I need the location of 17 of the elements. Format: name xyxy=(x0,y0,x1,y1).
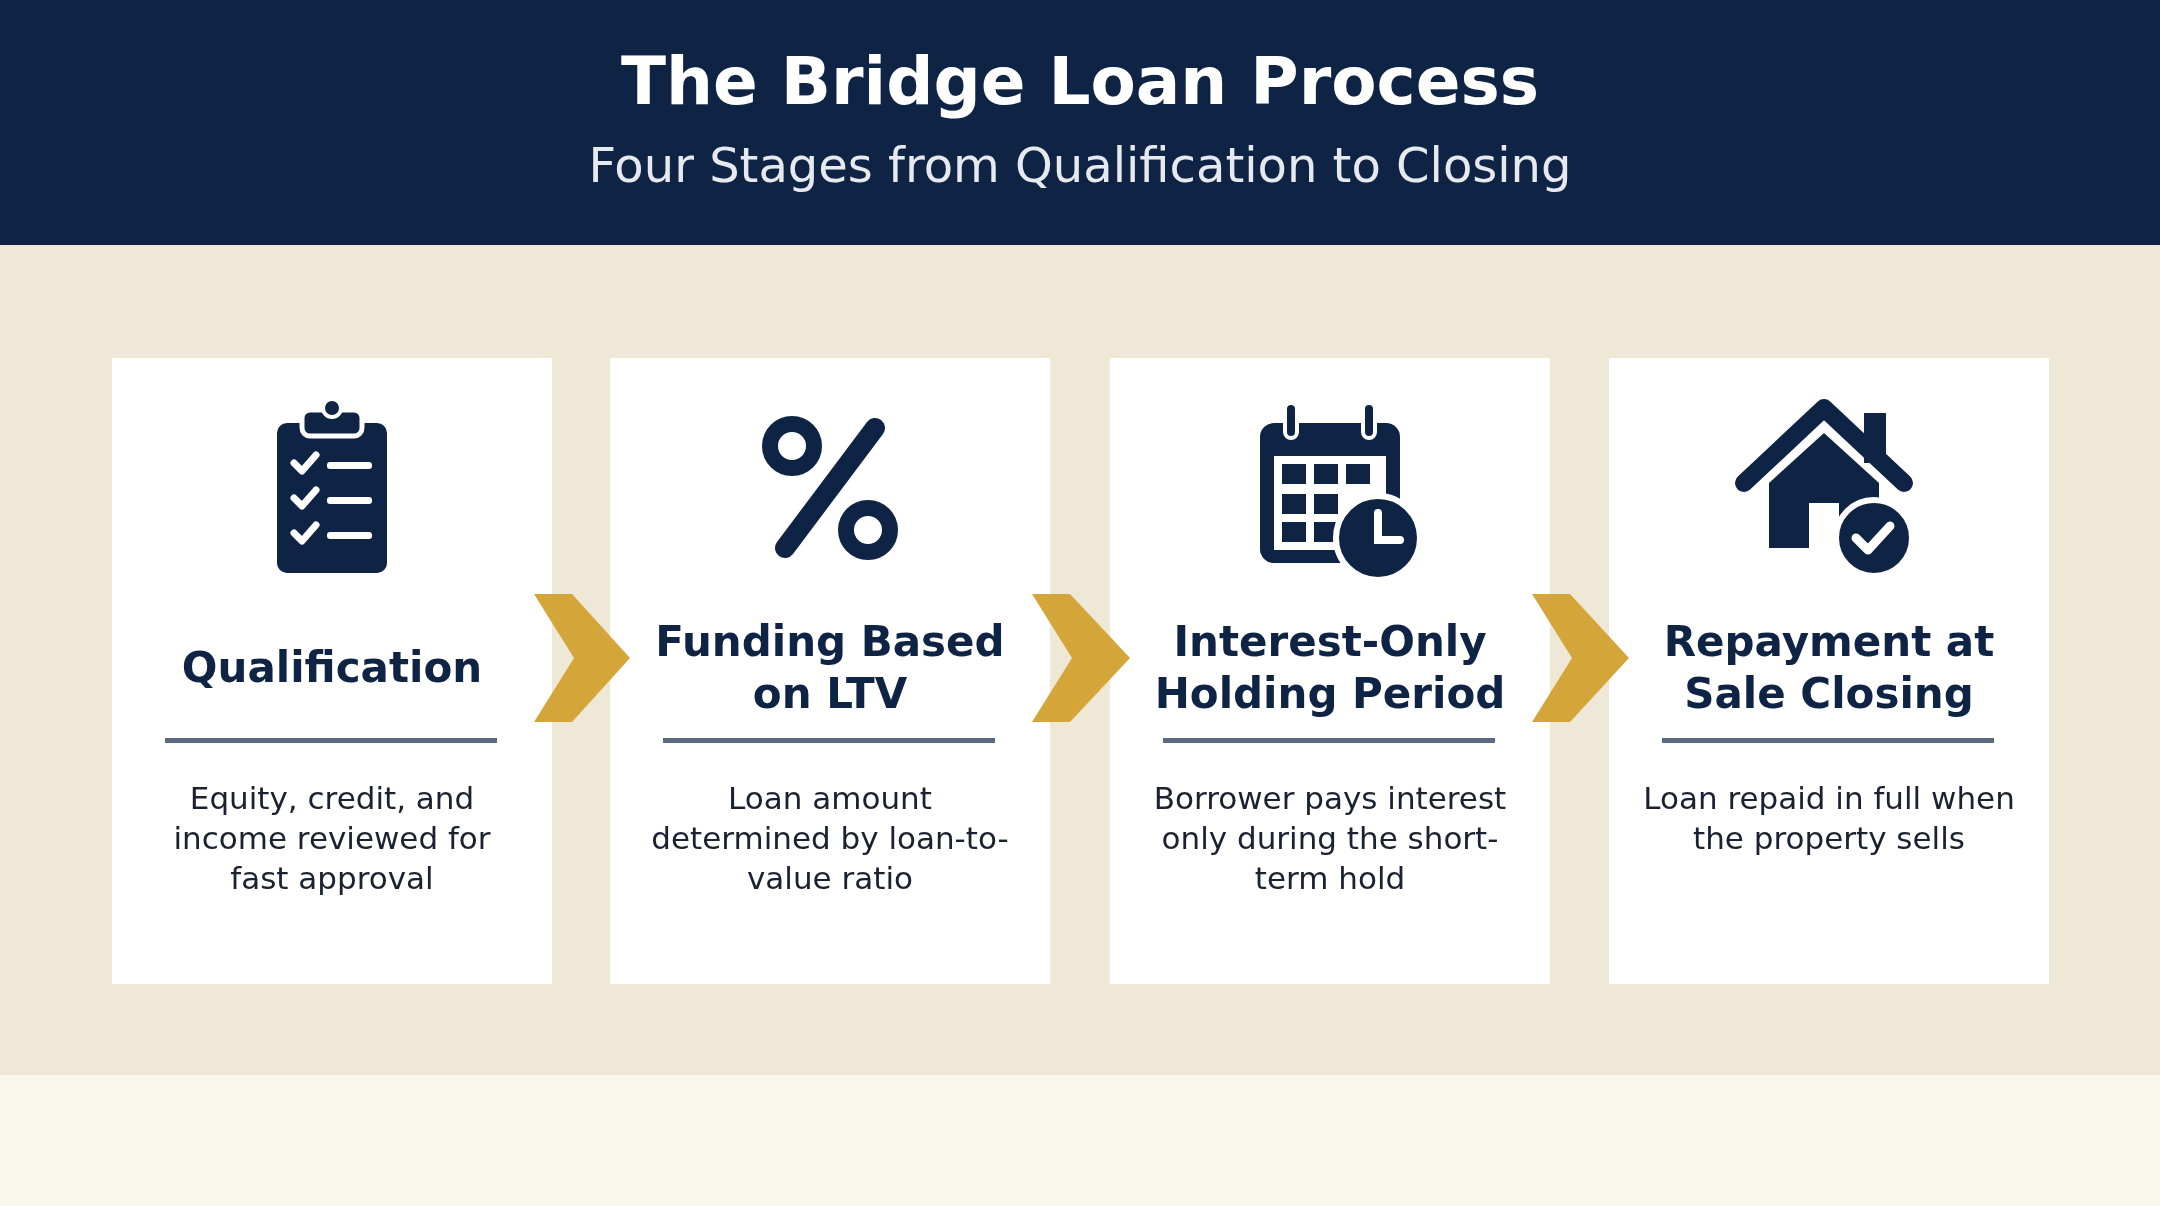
stage-card xyxy=(1110,358,1550,984)
stage-card xyxy=(1609,358,2049,984)
chevron-arrow xyxy=(1532,594,1629,722)
stage-heading: Funding Based on LTV xyxy=(654,616,1006,720)
stage-description: Borrower pays interest only during the short-term hold xyxy=(1152,779,1508,898)
chevron-arrow xyxy=(1032,594,1130,722)
stage-heading: Repayment at Sale Closing xyxy=(1662,616,1996,720)
stage-card xyxy=(112,358,552,984)
stage-card xyxy=(610,358,1050,984)
stage-heading: Qualification xyxy=(181,642,483,694)
stage-heading: Interest-Only Holding Period xyxy=(1153,616,1507,720)
stage-description: Loan amount determined by loan-to-value ratio xyxy=(650,779,1010,898)
stage-description: Equity, credit, and income reviewed for fast approval xyxy=(172,779,492,898)
subtitle: Four Stages from Qualification to Closing xyxy=(587,136,1573,195)
stage-description: Loan repaid in full when the property sells xyxy=(1642,779,2016,858)
chevron-arrow xyxy=(534,594,630,722)
title: The Bridge Loan Process xyxy=(619,42,1541,122)
